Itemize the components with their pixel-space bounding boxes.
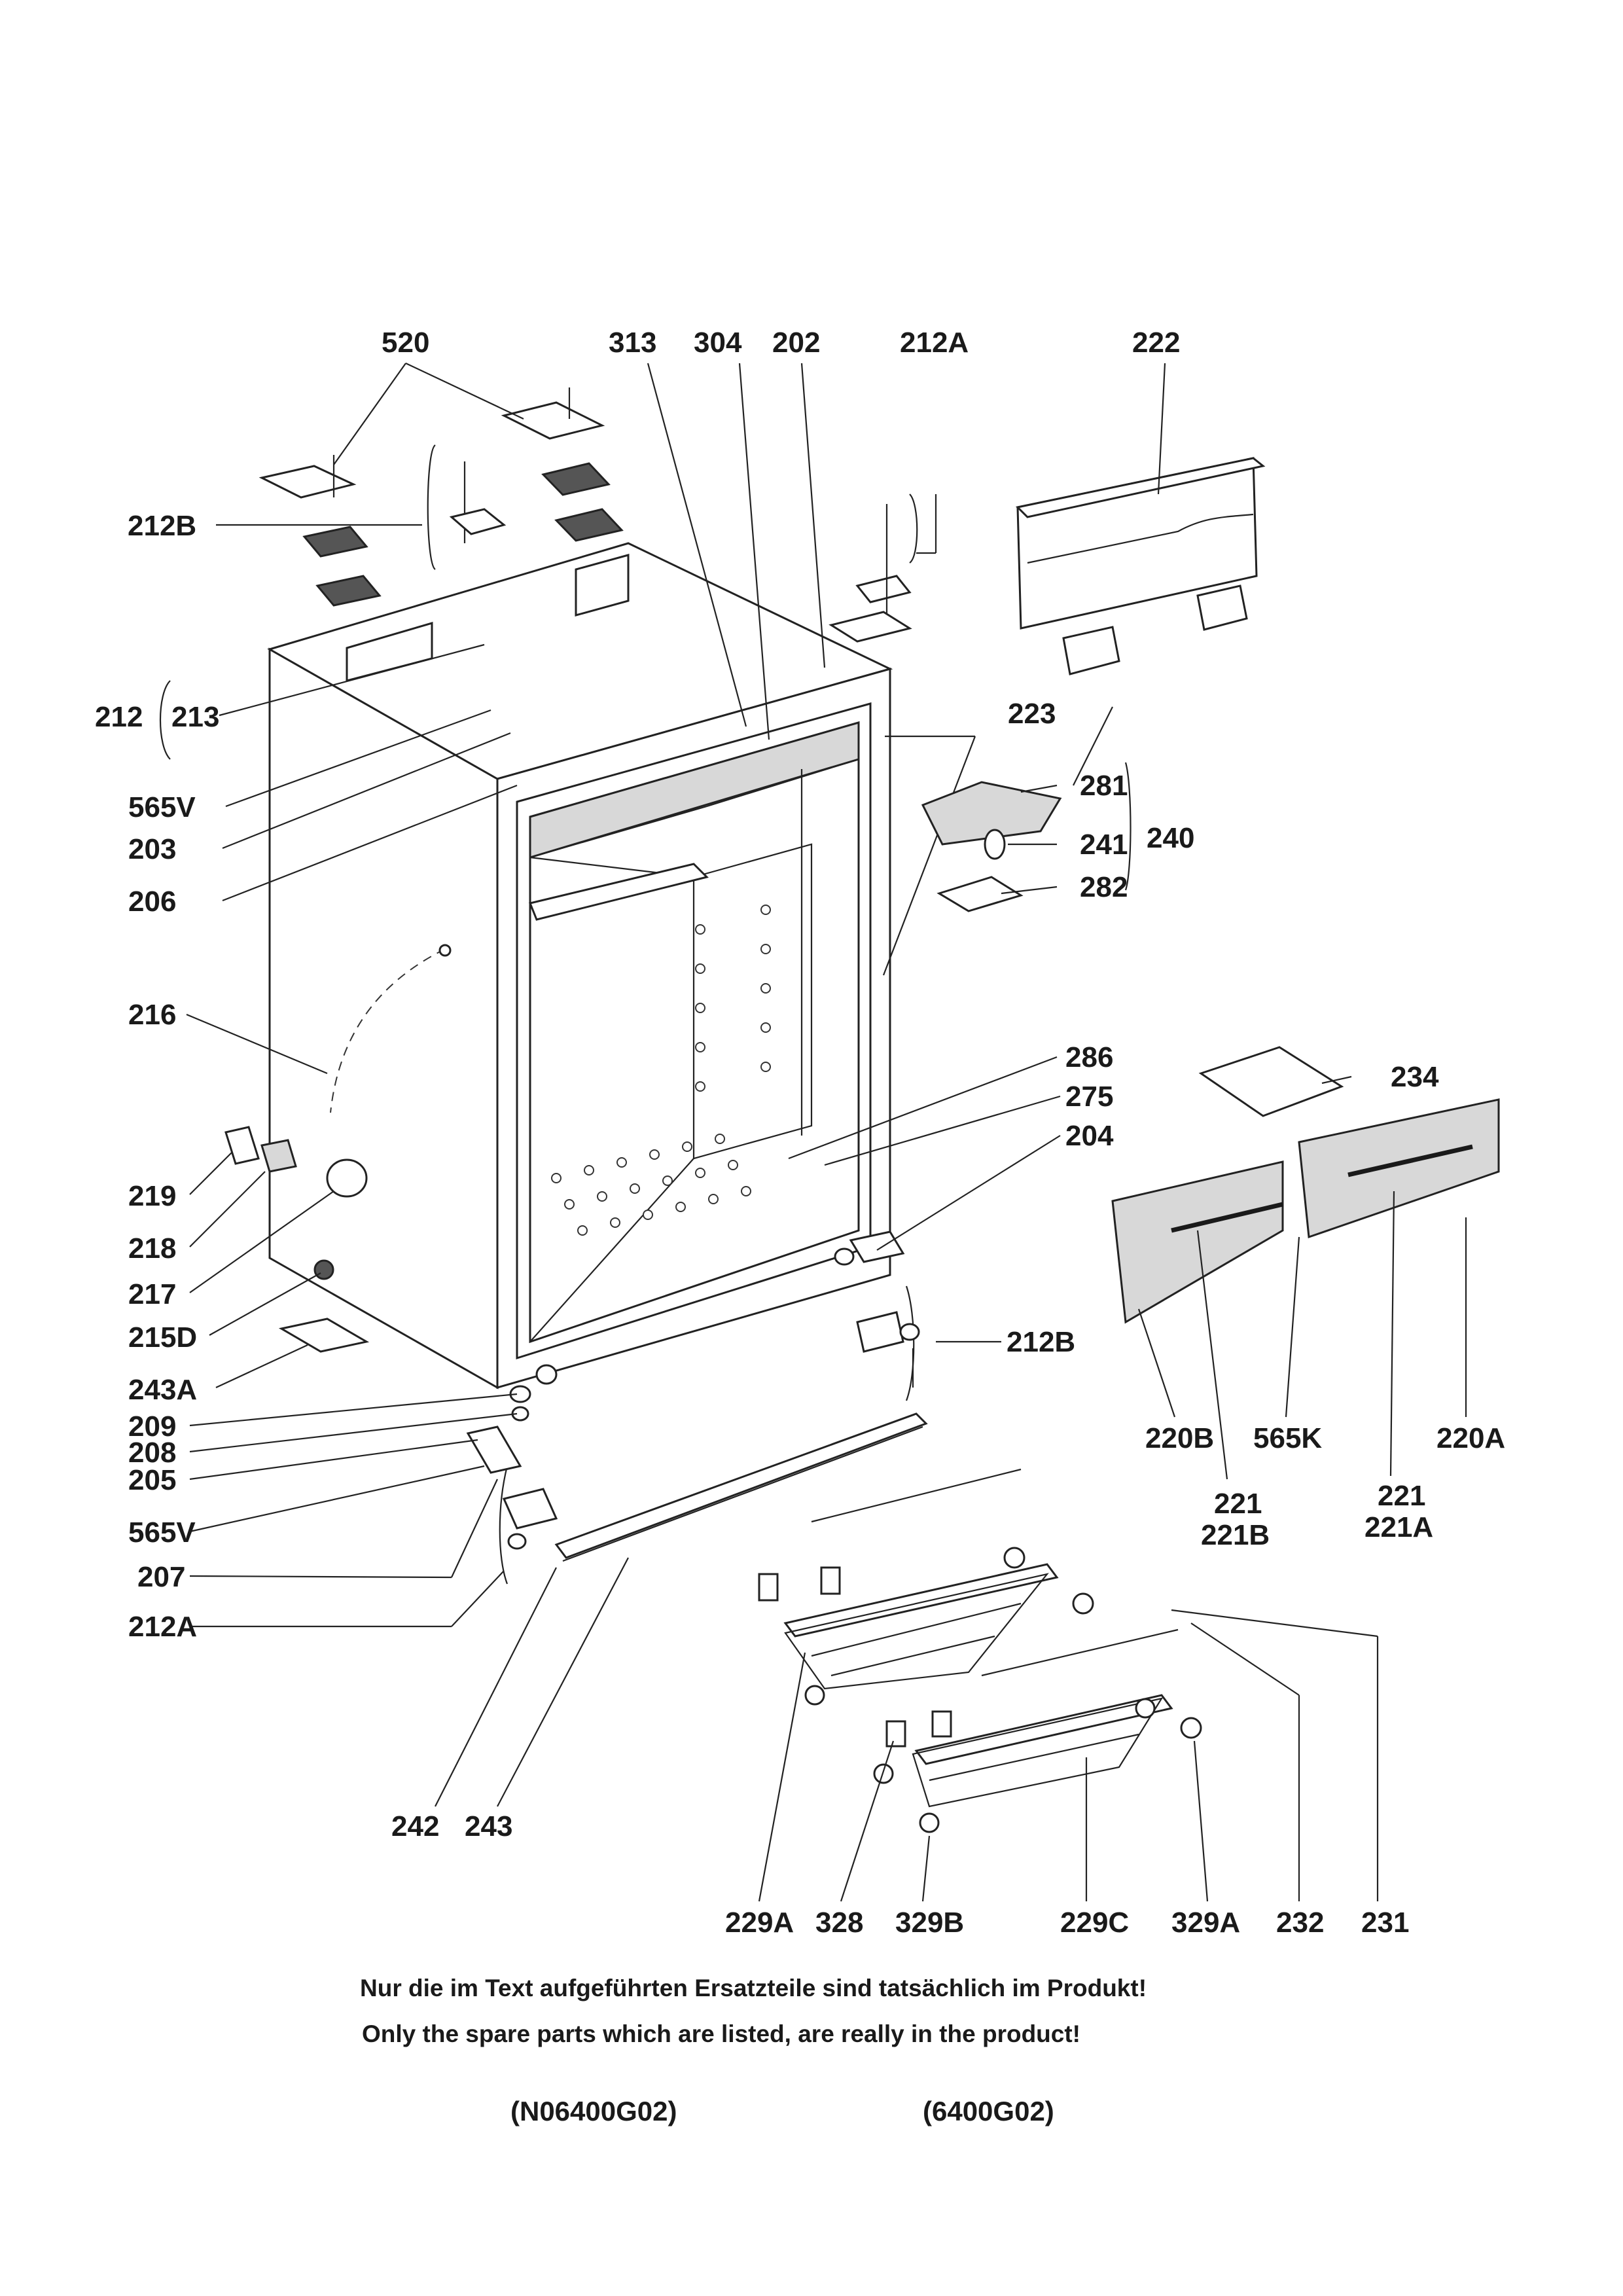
label-329B: 329B — [895, 1907, 964, 1939]
label-221A: 221A — [1364, 1511, 1433, 1543]
code-left: (N06400G02) — [510, 2096, 677, 2126]
label-212A-bot: 212A — [128, 1611, 197, 1643]
label-229C: 229C — [1060, 1907, 1129, 1939]
cable-216 — [330, 948, 446, 1113]
label-212B-bot: 212B — [1007, 1326, 1075, 1358]
door-rail-242-243 — [554, 1412, 928, 1562]
label-520: 520 — [382, 327, 429, 359]
label-220B: 220B — [1145, 1422, 1214, 1454]
label-207: 207 — [137, 1561, 185, 1593]
light-assembly-240 — [921, 781, 1062, 912]
label-218: 218 — [128, 1232, 176, 1265]
label-222: 222 — [1132, 327, 1180, 359]
label-216: 216 — [128, 999, 176, 1031]
top-plates — [259, 387, 912, 643]
label-304: 304 — [694, 327, 742, 359]
label-221-b: 221 — [1214, 1488, 1262, 1520]
label-328: 328 — [815, 1907, 863, 1939]
ventilation-holes — [551, 905, 771, 1236]
label-565K: 565K — [1253, 1422, 1322, 1454]
label-206: 206 — [128, 886, 176, 918]
label-220A: 220A — [1436, 1422, 1505, 1454]
label-212: 212 — [95, 701, 143, 733]
wire-shelf-229C — [912, 1694, 1173, 1808]
label-217: 217 — [128, 1278, 176, 1310]
label-229A: 229A — [725, 1907, 794, 1939]
leader-lines — [186, 363, 1467, 1902]
label-282: 282 — [1080, 871, 1128, 903]
label-209: 209 — [128, 1410, 176, 1443]
ice-tray-234 — [1198, 1046, 1344, 1117]
label-565V-bot: 565V — [128, 1516, 196, 1549]
label-234: 234 — [1391, 1061, 1439, 1093]
label-221-a: 221 — [1378, 1480, 1425, 1512]
label-243: 243 — [465, 1810, 512, 1842]
freezer-evaporator-220B — [1111, 1160, 1284, 1324]
hinge-parts-lower — [224, 1126, 920, 1550]
label-242: 242 — [391, 1810, 439, 1842]
label-204: 204 — [1065, 1120, 1114, 1152]
wire-shelf-229A — [783, 1563, 1059, 1690]
label-232: 232 — [1276, 1907, 1324, 1939]
footer-notes: Nur die im Text aufgeführten Ersatzteile… — [360, 1975, 1147, 2126]
code-right: (6400G02) — [923, 2096, 1054, 2126]
label-219: 219 — [128, 1180, 176, 1212]
shelf-rods-231-232 — [811, 1468, 1179, 1677]
label-329A: 329A — [1171, 1907, 1240, 1939]
label-286: 286 — [1065, 1041, 1113, 1073]
label-212A-top: 212A — [900, 327, 969, 359]
label-240: 240 — [1147, 822, 1194, 854]
label-313: 313 — [609, 327, 656, 359]
label-243A: 243A — [128, 1374, 197, 1406]
label-565V-top: 565V — [128, 791, 196, 823]
note-german: Nur die im Text aufgeführten Ersatzteile… — [360, 1975, 1147, 2001]
label-208: 208 — [128, 1437, 176, 1469]
label-202: 202 — [772, 327, 820, 359]
shelf-clips — [758, 1547, 1202, 1833]
label-205: 205 — [128, 1464, 176, 1496]
freezer-evaporator-220A — [1298, 1098, 1500, 1239]
label-281: 281 — [1080, 770, 1128, 802]
label-231: 231 — [1361, 1907, 1409, 1939]
label-241: 241 — [1080, 829, 1128, 861]
label-203: 203 — [128, 833, 176, 865]
label-275: 275 — [1065, 1081, 1113, 1113]
label-221B: 221B — [1201, 1519, 1270, 1551]
label-215D: 215D — [128, 1321, 197, 1354]
refrigerator-cabinet — [267, 542, 893, 1390]
part-labels: 520 313 304 202 212A 222 212B 212 213 56… — [95, 327, 1505, 1939]
door-panel-222 — [1015, 457, 1266, 675]
note-english: Only the spare parts which are listed, a… — [362, 2020, 1080, 2047]
label-213: 213 — [171, 701, 219, 733]
label-212B-top: 212B — [128, 510, 196, 542]
label-223: 223 — [1008, 698, 1056, 730]
